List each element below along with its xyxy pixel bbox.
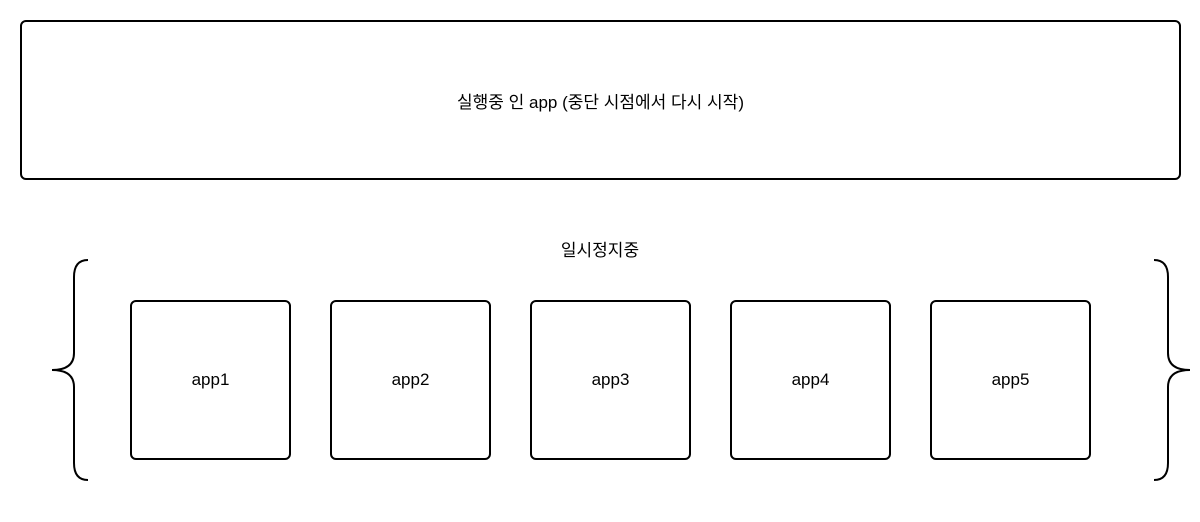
app-label-5: app5 — [991, 370, 1030, 389]
app-label-2: app2 — [391, 370, 430, 389]
app-box-4: app4 — [730, 300, 891, 460]
app-box-5: app5 — [930, 300, 1091, 460]
left-brace — [51, 259, 89, 481]
app-label-1: app1 — [191, 370, 230, 389]
app-label-3: app3 — [591, 370, 630, 389]
running-app-label: 실행중 인 app (중단 시점에서 다시 시작) — [457, 92, 744, 112]
paused-group-label: 일시정지중 — [560, 241, 640, 260]
app-box-3: app3 — [530, 300, 691, 460]
app-box-1: app1 — [130, 300, 291, 460]
app-label-4: app4 — [791, 370, 830, 389]
running-app-box: 실행중 인 app (중단 시점에서 다시 시작) — [20, 20, 1181, 180]
app-box-2: app2 — [330, 300, 491, 460]
right-brace — [1153, 259, 1191, 481]
